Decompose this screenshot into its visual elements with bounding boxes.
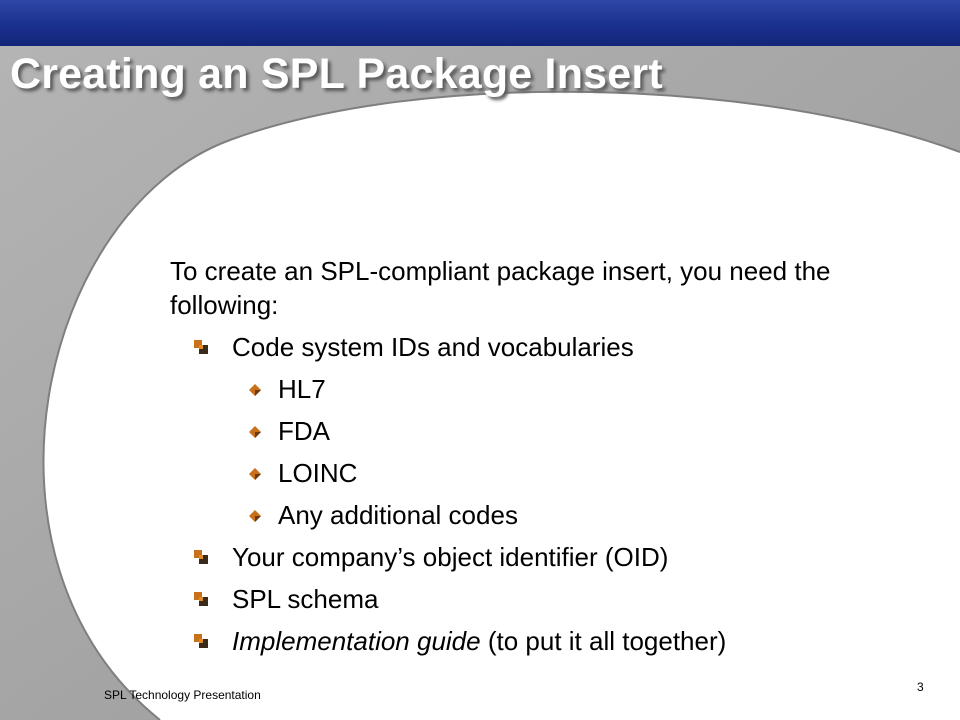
footer-text: SPL Technology Presentation [104, 688, 261, 702]
square-bullet-icon [194, 550, 208, 564]
list-item-text: HL7 [278, 374, 326, 404]
top-bar [0, 0, 960, 46]
list-item: Code system IDs and vocabularies [170, 330, 910, 364]
swoosh-edge [42, 90, 960, 720]
list-item: Any additional codes [170, 498, 910, 532]
list-item-text: FDA [278, 416, 330, 446]
gray-swoosh [0, 46, 960, 720]
list-item-text: Code system IDs and vocabularies [232, 332, 634, 362]
square-bullet-icon [194, 340, 208, 354]
list-item: HL7 [170, 372, 910, 406]
diamond-bullet-icon [249, 426, 261, 438]
diamond-bullet-icon [249, 510, 261, 522]
diamond-bullet-icon [249, 384, 261, 396]
slide-background [0, 46, 960, 720]
list-item-text: (to put it all together) [480, 626, 727, 656]
list-item: Your company’s object identifier (OID) [170, 540, 910, 574]
list-item: Implementation guide (to put it all toge… [170, 624, 910, 658]
list-item-text: LOINC [278, 458, 358, 488]
list-item: LOINC [170, 456, 910, 490]
diamond-bullet-icon [249, 468, 261, 480]
list-item: SPL schema [170, 582, 910, 616]
list-item-italic-text: Implementation guide [232, 626, 481, 656]
square-bullet-icon [194, 592, 208, 606]
slide-content: To create an SPL-compliant package inser… [170, 254, 910, 666]
slide-title: Creating an SPL Package Insert [10, 50, 663, 98]
list-item-text: SPL schema [232, 584, 379, 614]
square-bullet-icon [194, 634, 208, 648]
list-item-text: Your company’s object identifier (OID) [232, 542, 669, 572]
page-number: 3 [917, 680, 924, 694]
bullet-list: Code system IDs and vocabularies HL7 FDA… [170, 330, 910, 658]
list-item: FDA [170, 414, 910, 448]
intro-text: To create an SPL-compliant package inser… [170, 256, 831, 320]
list-item-text: Any additional codes [278, 500, 518, 530]
